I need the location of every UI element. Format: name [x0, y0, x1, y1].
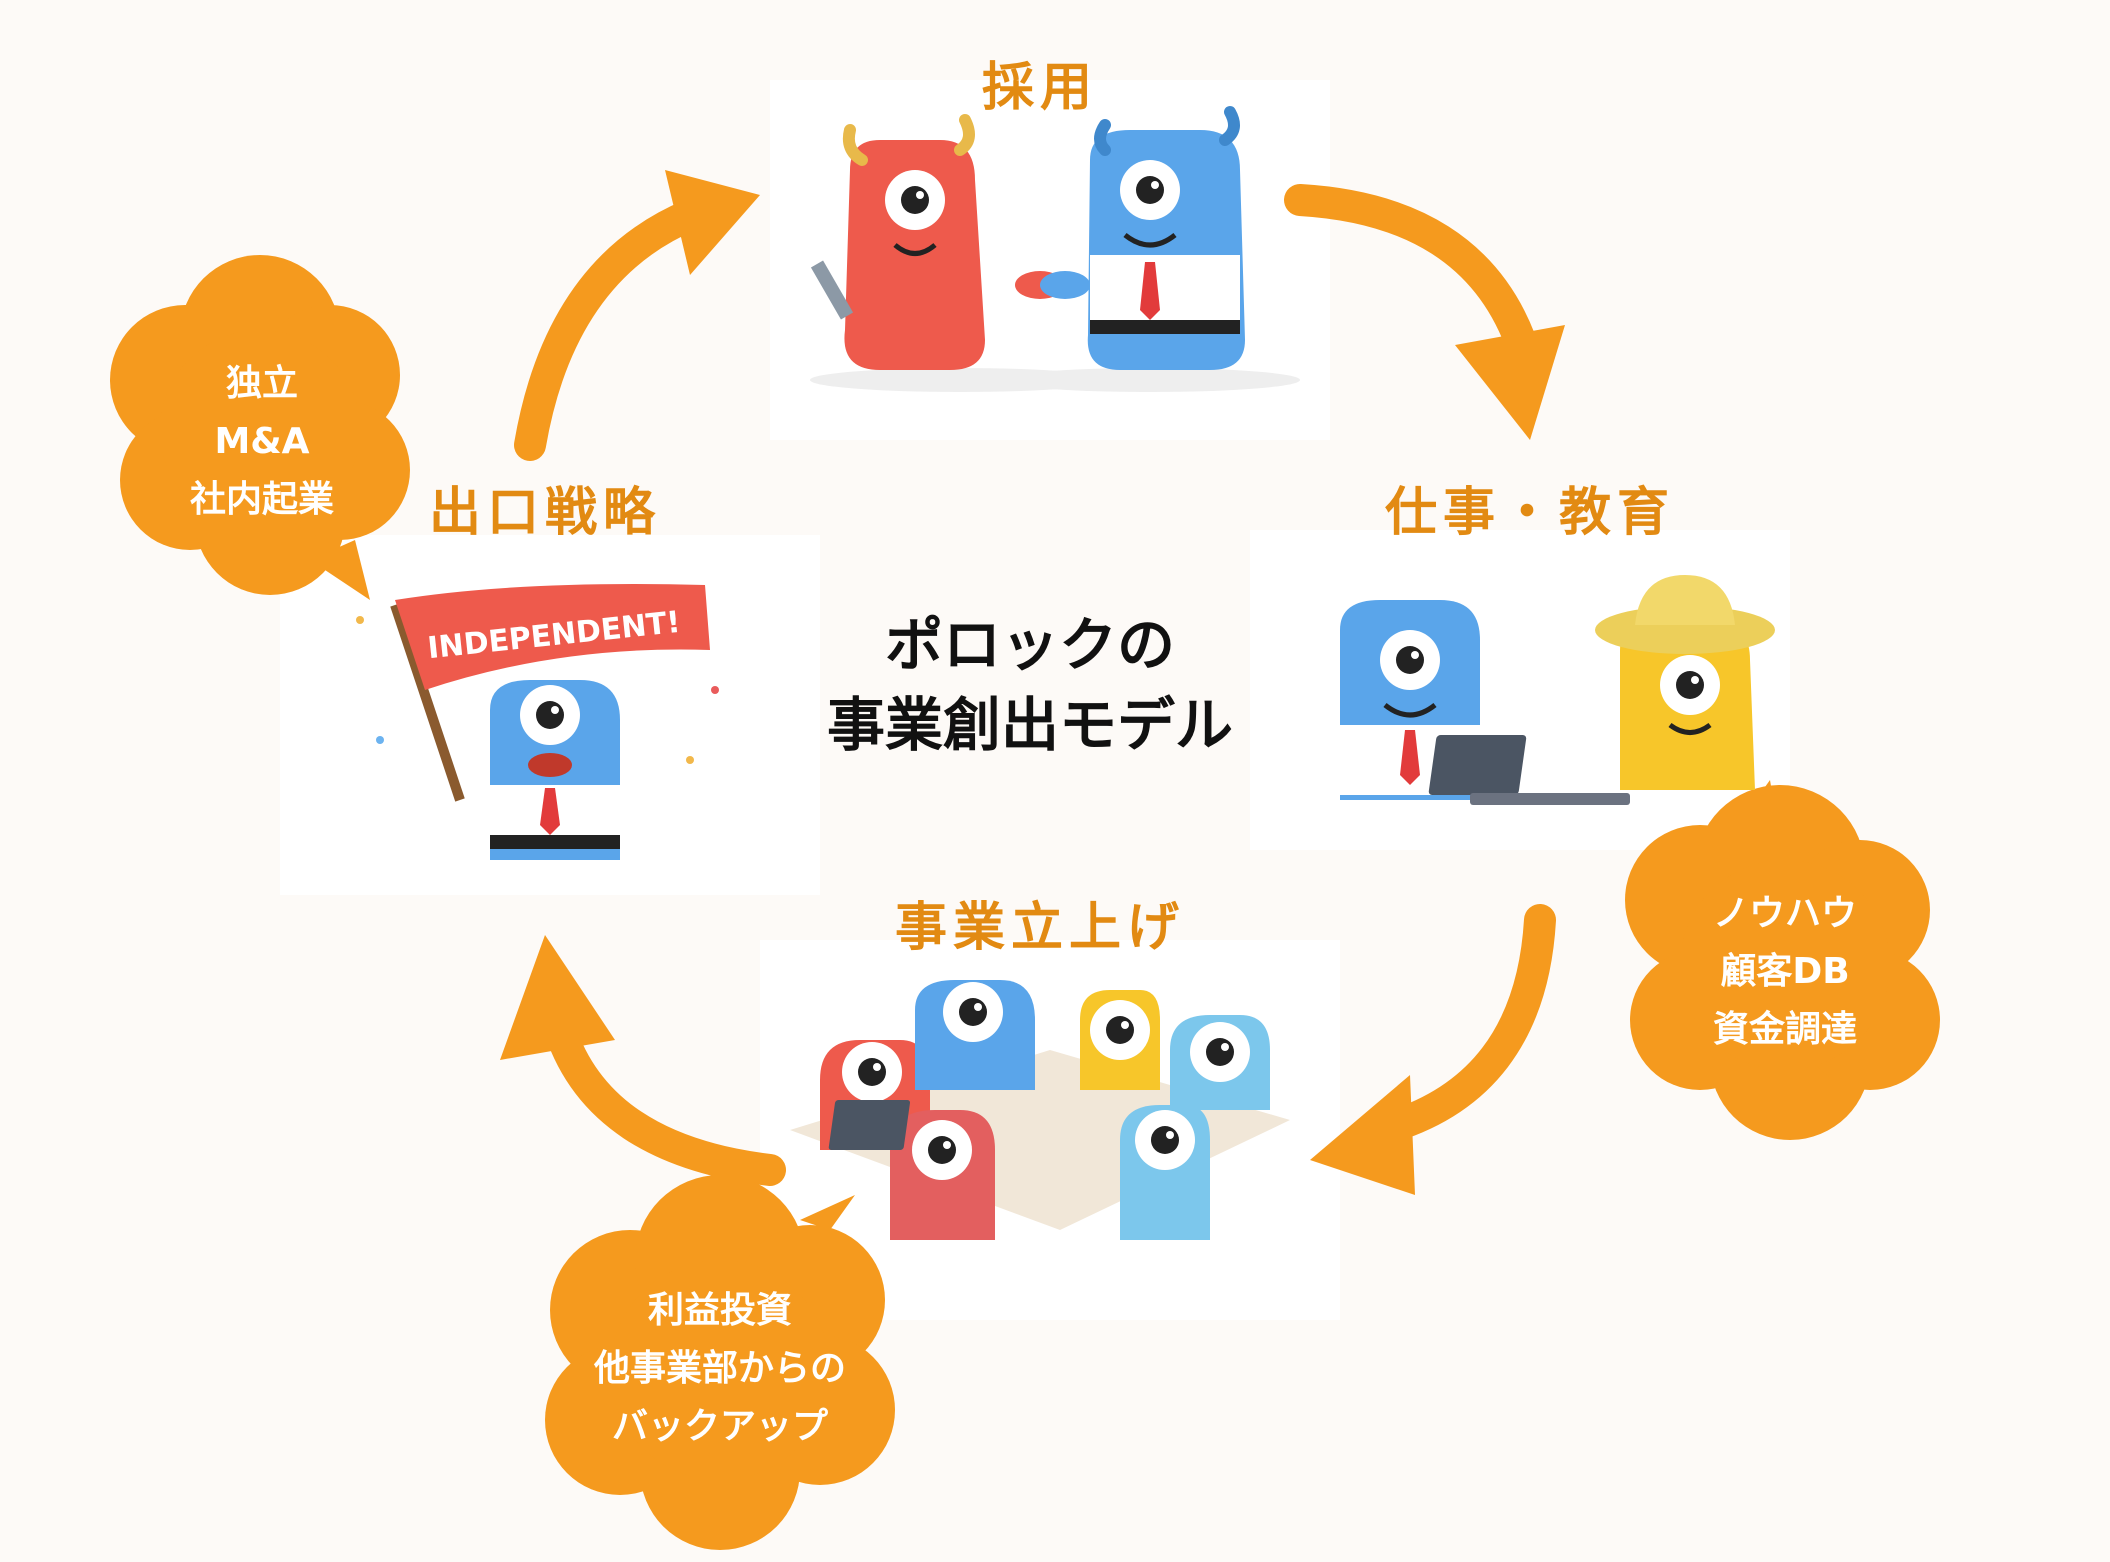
- exit-illustration: INDEPENDENT!: [356, 584, 719, 860]
- exit-cloud-line: 社内起業: [190, 479, 334, 520]
- stage-label-hiring: 採用: [982, 58, 1098, 118]
- exit-cloud: [110, 255, 410, 600]
- stage-label-exit-strategy: 出口戦略: [429, 483, 661, 543]
- center-title-line1: ポロックの: [885, 611, 1175, 679]
- launch-cloud-line: 他事業部からの: [593, 1348, 846, 1389]
- launch-cloud-line: バックアップ: [612, 1406, 828, 1447]
- exit-cloud-line: M&A: [214, 421, 309, 462]
- exit-cloud-line: 独立: [226, 363, 298, 404]
- launch-cloud: [545, 1175, 895, 1550]
- work-illustration: [1340, 575, 1775, 805]
- flag-icon: [390, 603, 465, 802]
- stage-label-business-launch: 事業立上げ: [895, 898, 1185, 958]
- laptop-icon: [1428, 735, 1527, 795]
- work-cloud: [1625, 780, 1940, 1140]
- cycle-arrow-icon: [500, 935, 786, 1186]
- work-cloud-line: ノウハウ: [1713, 893, 1857, 934]
- cycle-arrow-icon: [514, 170, 760, 461]
- hiring-illustration: [810, 106, 1300, 392]
- work-cloud-line: 資金調達: [1713, 1008, 1857, 1050]
- center-title-line2: 事業創出モデル: [827, 691, 1233, 759]
- cycle-arrow-icon: [1284, 184, 1565, 440]
- stage-label-work-education: 仕事・教育: [1385, 483, 1675, 543]
- launch-illustration: [790, 980, 1290, 1240]
- launch-cloud-line: 利益投資: [648, 1290, 792, 1331]
- laptop-icon: [828, 1100, 911, 1150]
- wrench-icon: [810, 260, 854, 320]
- work-cloud-line: 顧客DB: [1720, 951, 1849, 992]
- cycle-arrow-icon: [1310, 904, 1556, 1195]
